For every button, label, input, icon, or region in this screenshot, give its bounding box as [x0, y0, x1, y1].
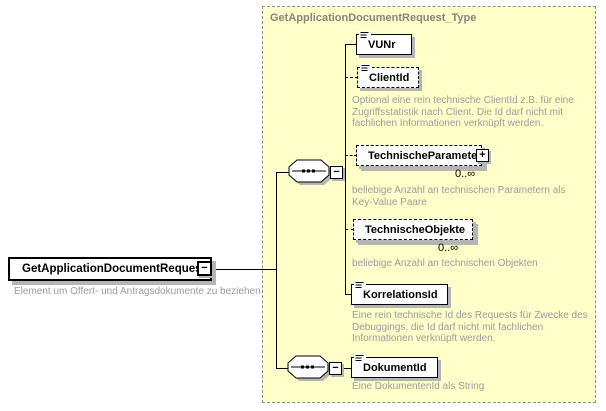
element-annotation: beliebige Anzahl an technischen Paramete…	[352, 185, 566, 208]
root-element-annotation: Element um Offert- und Antragsdokumente …	[14, 286, 261, 297]
element-box-technischeparameter[interactable]: TechnischeParameter	[356, 145, 482, 166]
connector-root-to-trunk	[211, 269, 276, 270]
sequence-collapse-button[interactable]: −	[329, 362, 342, 375]
text-content-icon	[359, 31, 371, 40]
connector-children-trunk	[345, 44, 346, 294]
root-element-box[interactable]: GetApplicationDocumentRequest −	[8, 257, 212, 281]
element-annotation: Eine DokumentenId als String	[352, 381, 485, 392]
expand-button[interactable]: +	[476, 149, 489, 162]
element-name: VUNr	[368, 38, 396, 51]
root-collapse-button[interactable]: −	[197, 261, 212, 276]
connector-to-dokumentid	[341, 368, 352, 369]
connector-to-technischeparameter	[345, 155, 357, 156]
connector-trunk-vertical	[276, 172, 277, 368]
connector-to-vunr	[345, 44, 357, 45]
element-box-dokumentid[interactable]: DokumentId	[351, 354, 438, 378]
connector-to-korrelationsid	[345, 294, 352, 295]
text-content-icon	[360, 64, 372, 73]
element-name: TechnischeParameter	[368, 149, 482, 162]
sequence-icon[interactable]	[287, 354, 333, 382]
sequence-icon[interactable]	[288, 158, 334, 186]
element-name: TechnischeObjekte	[365, 223, 466, 236]
element-annotation: Optional eine rein technische ClientId z…	[352, 95, 574, 129]
element-box-clientid[interactable]: ClientId	[357, 64, 419, 88]
element-name: KorrelationsId	[363, 288, 438, 301]
occurs-label: 0..∞	[438, 242, 459, 254]
connector-to-sequence-bottom	[276, 368, 288, 369]
connector-to-sequence-top	[276, 172, 289, 173]
element-annotation: beliebige Anzahl an technischen Objekten	[352, 258, 538, 269]
element-name: ClientId	[369, 71, 410, 84]
complex-type-container: GetApplicationDocumentRequest_Type	[262, 6, 596, 403]
connector-to-technischeobjekte	[345, 229, 354, 230]
text-content-icon	[354, 281, 366, 290]
connector-sequence-top-out	[342, 172, 346, 173]
sequence-collapse-button[interactable]: −	[330, 166, 343, 179]
text-content-icon	[354, 354, 366, 363]
root-element-name: GetApplicationDocumentRequest	[22, 263, 206, 275]
element-box-technischeobjekte[interactable]: TechnischeObjekte	[353, 219, 473, 240]
element-name: DokumentId	[363, 361, 427, 374]
connector-to-clientid	[345, 77, 358, 78]
element-box-vunr[interactable]: VUNr	[356, 31, 412, 55]
occurs-label: 0..∞	[455, 168, 476, 180]
complex-type-label: GetApplicationDocumentRequest_Type	[270, 12, 477, 24]
element-annotation: Eine rein technische Id des Requests für…	[352, 310, 588, 344]
element-box-korrelationsid[interactable]: KorrelationsId	[351, 281, 448, 305]
